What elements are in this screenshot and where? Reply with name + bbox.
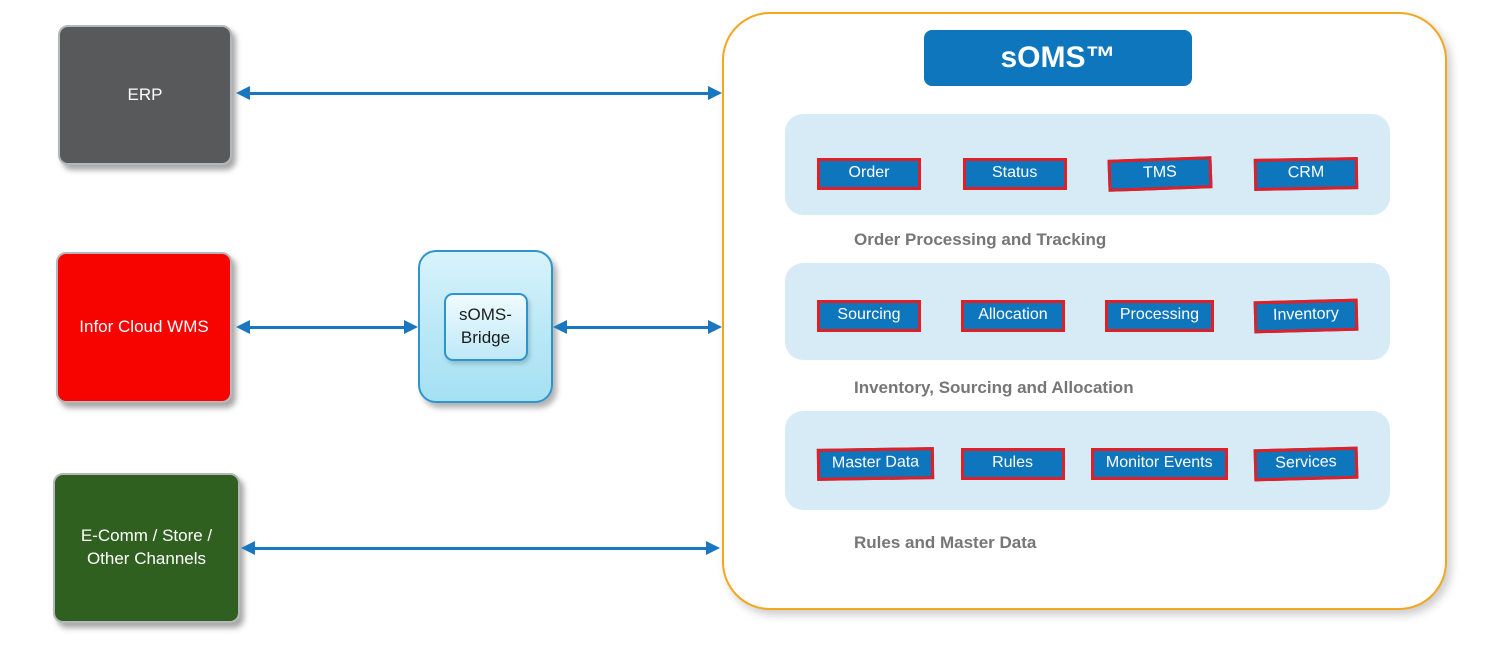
- chip-order: Order: [817, 157, 921, 190]
- arrow-line: [250, 546, 711, 550]
- chip-tms: TMS: [1107, 155, 1213, 192]
- arrow-erp-soms: [236, 86, 722, 100]
- chip-crm: CRM: [1253, 156, 1359, 191]
- soms-container: sOMS™ Order Status TMS CRM Order Process…: [722, 12, 1447, 610]
- soms-bridge-box: sOMS-Bridge: [418, 250, 553, 403]
- chip-services: Services: [1253, 446, 1359, 481]
- chip-monitor-events: Monitor Events: [1090, 447, 1228, 480]
- panel-order-processing: Order Status TMS CRM: [785, 114, 1390, 215]
- chip-status: Status: [962, 157, 1067, 190]
- chip-master-data: Master Data: [816, 446, 935, 481]
- arrow-ecomm-soms: [241, 541, 720, 555]
- ecomm-store-channels-box: E-Comm / Store / Other Channels: [53, 473, 240, 623]
- caption-inventory-sourcing: Inventory, Sourcing and Allocation: [854, 378, 1134, 397]
- soms-title-badge: sOMS™: [924, 30, 1192, 86]
- arrow-bridge-soms: [553, 320, 722, 334]
- arrow-wms-bridge: [236, 320, 418, 334]
- panel-rules-master-data: Master Data Rules Monitor Events Service…: [785, 411, 1390, 510]
- chip-rules: Rules: [960, 447, 1065, 480]
- infor-cloud-wms-label: Infor Cloud WMS: [79, 317, 209, 337]
- soms-title-label: sOMS™: [1000, 41, 1116, 74]
- chip-inventory: Inventory: [1253, 298, 1359, 333]
- chip-sourcing: Sourcing: [817, 299, 921, 332]
- caption-order-processing: Order Processing and Tracking: [854, 230, 1107, 249]
- soms-bridge-label: sOMS-Bridge: [459, 305, 512, 347]
- ecomm-store-channels-label: E-Comm / Store / Other Channels: [80, 526, 213, 568]
- arrow-line: [245, 91, 713, 95]
- caption-rules-master-data: Rules and Master Data: [854, 533, 1037, 552]
- chip-allocation: Allocation: [960, 299, 1065, 332]
- erp-label: ERP: [127, 84, 163, 104]
- soms-bridge-inner-box: sOMS-Bridge: [443, 292, 528, 361]
- arrow-line: [562, 325, 713, 329]
- panel-inventory-sourcing: Sourcing Allocation Processing Inventory: [785, 263, 1390, 360]
- arrow-line: [245, 325, 409, 329]
- infor-cloud-wms-box: Infor Cloud WMS: [56, 252, 232, 403]
- chip-processing: Processing: [1104, 299, 1215, 332]
- erp-box: ERP: [58, 25, 232, 165]
